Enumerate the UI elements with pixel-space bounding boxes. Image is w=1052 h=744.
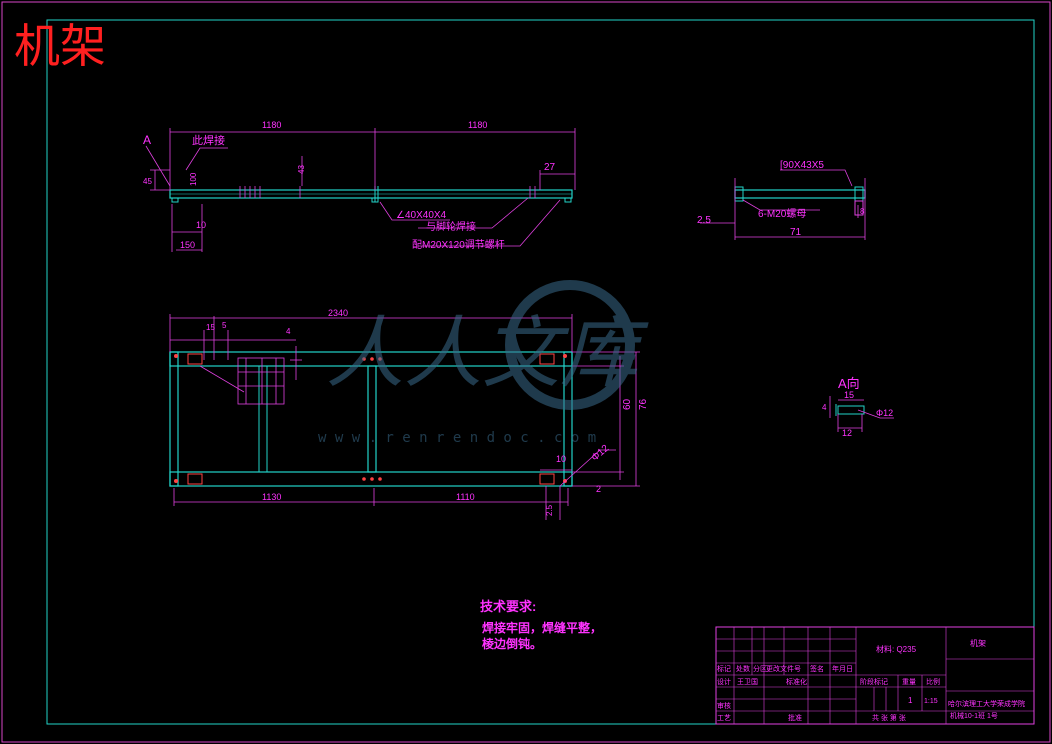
tb-design: 设计 [717, 677, 731, 686]
sheet-title: 机架 [14, 19, 106, 73]
view-a-dim-12: 12 [842, 428, 852, 438]
side-dim-43: 43 [297, 165, 306, 174]
watermark: 人人文库 w w w . r e n r e n d o c . c o m [318, 280, 649, 446]
plan-dim-1110: 1110 [456, 492, 475, 502]
view-a: A向 15 12 Φ12 4 [822, 376, 894, 438]
side-dim-45: 45 [143, 177, 152, 186]
tb-process: 工艺 [717, 714, 731, 722]
tb-h-date: 年月日 [832, 664, 853, 673]
tb-h-sign: 签名 [810, 664, 824, 673]
side-dim-left: 1180 [262, 120, 281, 130]
tech-heading: 技术要求: [480, 599, 536, 614]
tb-approve: 批准 [788, 713, 802, 722]
plan-dim-4: 4 [286, 327, 291, 336]
technical-requirements: 技术要求: 焊接牢固，焊缝平整， 棱边倒钝。 [480, 599, 602, 651]
tb-qty: 1 [908, 696, 913, 705]
tb-check: 审核 [717, 701, 731, 710]
side-dim-right: 1180 [468, 120, 487, 130]
side-label-a: A [143, 133, 151, 147]
view-a-dim-phi: Φ12 [876, 408, 893, 418]
side-note-rod: 配M20X120调节螺杆 [412, 239, 505, 251]
side-dim-27: 27 [544, 162, 556, 173]
plan-dim-1130: 1130 [262, 492, 281, 502]
view-a-dim-15: 15 [844, 390, 854, 400]
watermark-logo-ring [505, 280, 635, 410]
plan-dim-76: 76 [638, 398, 649, 410]
watermark-brand: 人人文库 [326, 309, 649, 399]
view-a-dim-4: 4 [822, 403, 827, 412]
tb-scale: 比例 [926, 677, 940, 686]
watermark-url: w w w . r e n r e n d o c . c o m [318, 430, 596, 446]
tb-sheets: 共 张 第 张 [872, 713, 906, 722]
plan-dim-25: 2.5 [545, 504, 554, 516]
plan-dim-60: 60 [622, 398, 633, 410]
tb-standard: 标准化 [786, 677, 807, 686]
tb-weight: 重量 [902, 678, 916, 686]
end-dim-71: 71 [790, 227, 802, 238]
end-dim-8: 8 [860, 207, 865, 216]
plan-dim-2: 2 [596, 484, 601, 494]
side-note-angle: ∠40X40X4 [396, 210, 447, 221]
inner-frame [46, 19, 1035, 725]
tech-line-2: 棱边倒钝。 [482, 636, 542, 651]
end-nut-label: 6-M20螺母 [758, 208, 806, 220]
plan-dim-15: 15 [206, 323, 215, 332]
side-dim-150: 150 [180, 240, 195, 250]
end-dim-25: 2.5 [697, 215, 711, 226]
title-block: 材料: Q235 机架 标记 处数 分区 更改文件号 签名 年月日 设计 王卫国… [715, 626, 1035, 725]
tb-class-info: 机械10-1班 1号 [950, 711, 998, 720]
tb-h-zone: 分区 [753, 664, 767, 673]
side-dim-100: 100 [189, 172, 198, 186]
tb-school: 哈尔滨理工大学荣成学院 [948, 699, 1025, 708]
side-view: 1180 1180 A 此焊接 100 45 43 27 10 150 ∠40X… [143, 120, 576, 252]
plan-dim-total: 2340 [328, 308, 348, 318]
tb-part-name: 机架 [970, 638, 986, 648]
plan-dim-5: 5 [222, 321, 227, 330]
side-dim-10: 10 [196, 220, 206, 230]
tb-scale-value: 1:15 [924, 698, 938, 705]
tb-designer: 王卫国 [737, 678, 758, 686]
tb-material: 材料: Q235 [876, 644, 917, 654]
tb-stage-mark: 阶段标记 [860, 677, 888, 686]
end-view: [90X43X5 6-M20螺母 2.5 71 8 [697, 160, 866, 240]
view-a-title: A向 [838, 376, 860, 391]
side-note-weld: 此焊接 [192, 133, 225, 147]
tb-h-mark: 标记 [717, 664, 731, 673]
tb-h-count: 处数 [736, 664, 750, 673]
plan-dim-10: 10 [556, 454, 566, 464]
tech-line-1: 焊接牢固，焊缝平整， [482, 620, 602, 635]
side-note-foot: 与脚轮焊接 [426, 220, 476, 233]
end-channel-label: [90X43X5 [780, 160, 824, 171]
tb-h-docno: 更改文件号 [766, 664, 801, 673]
